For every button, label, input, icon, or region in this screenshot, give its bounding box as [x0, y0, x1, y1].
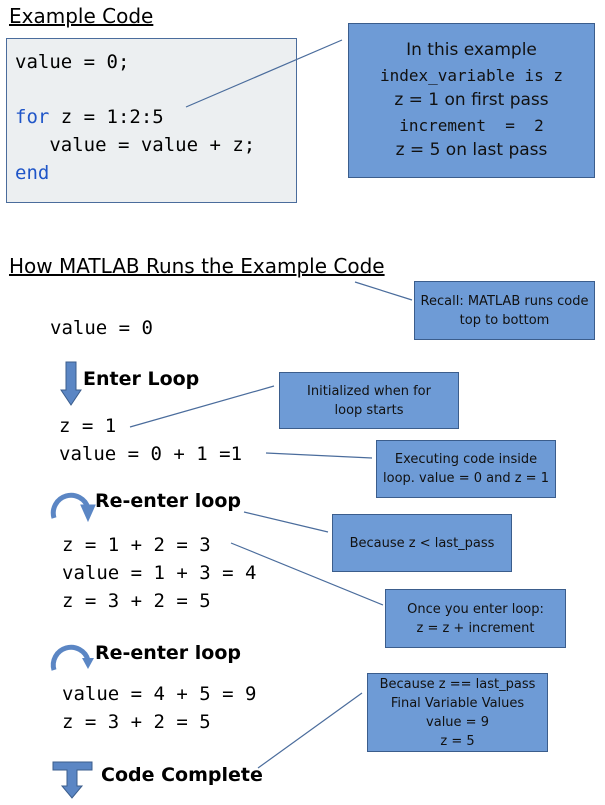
- note-line: index_variable is z: [379, 66, 564, 85]
- once-enter-note: Once you enter loop: z = z + increment: [385, 589, 566, 648]
- stop-arrow-icon: [52, 761, 93, 799]
- enter-loop-label: Enter Loop: [83, 368, 200, 390]
- for-range: z = 1:2:5: [49, 106, 164, 128]
- code-line-for: for z = 1:2:5: [15, 103, 164, 131]
- note-line: Once you enter loop:: [407, 601, 544, 617]
- connector-line: [354, 281, 413, 301]
- reenter-loop-label-2: Re-enter loop: [95, 642, 241, 664]
- note-line: Because z == last_pass: [379, 676, 536, 692]
- connector-line: [129, 385, 275, 428]
- loop-arrowhead-icon: [82, 658, 94, 669]
- note-line: loop starts: [334, 402, 404, 418]
- how-matlab-heading: How MATLAB Runs the Example Code: [9, 254, 385, 278]
- note-line: z = z + increment: [416, 620, 535, 636]
- note-line: top to bottom: [459, 312, 550, 328]
- pass2-value: value = 1 + 3 = 4: [62, 562, 257, 584]
- note-line: In this example: [406, 40, 537, 60]
- example-explanation-note: In this example index_variable is z z = …: [348, 23, 595, 178]
- executing-note: Executing code inside loop. value = 0 an…: [376, 440, 556, 498]
- note-line: value = 9: [426, 714, 489, 730]
- note-line: Executing code inside: [394, 452, 538, 467]
- pass2-z: z = 1 + 2 = 3: [62, 534, 211, 556]
- note-line: z = 5: [440, 733, 475, 749]
- value-init-text: value = 0: [50, 317, 153, 339]
- pass1-z: z = 1: [59, 415, 117, 437]
- note-line: Initialized when for: [307, 383, 431, 399]
- example-code-box: value = 0; for z = 1:2:5 value = value +…: [6, 38, 297, 203]
- code-line-body: value = value + z;: [15, 134, 256, 156]
- because-less-note: Because z < last_pass: [332, 514, 512, 572]
- down-arrow-icon: [60, 361, 82, 406]
- pass1-value: value = 0 + 1 =1: [59, 443, 243, 465]
- code-complete-label: Code Complete: [101, 764, 263, 786]
- pass3-value: value = 4 + 5 = 9: [62, 683, 257, 705]
- example-code-heading: Example Code: [9, 4, 154, 28]
- connector-line: [257, 692, 363, 769]
- connector-line: [265, 452, 373, 459]
- connector-line: [185, 39, 343, 108]
- code-line-value-init: value = 0;: [15, 51, 130, 73]
- connector-line: [230, 542, 384, 606]
- note-line: z = 5 on last pass: [395, 140, 548, 160]
- note-line: Final Variable Values: [390, 695, 525, 711]
- for-keyword: for: [15, 106, 50, 128]
- pass3-z: z = 3 + 2 = 5: [62, 711, 211, 733]
- note-line: z = 1 on first pass: [394, 90, 549, 110]
- note-line: loop. value = 0 and z = 1: [383, 471, 549, 486]
- reenter-loop-label-1: Re-enter loop: [95, 490, 241, 512]
- loop-arrowhead-icon: [82, 506, 94, 517]
- final-values-note: Because z == last_pass Final Variable Va…: [367, 673, 548, 752]
- initialized-note: Initialized when for loop starts: [279, 372, 459, 429]
- note-line: Because z < last_pass: [349, 535, 495, 551]
- connector-line: [243, 511, 329, 533]
- loop-arrow-icon: [50, 644, 91, 671]
- recall-note: Recall: MATLAB runs code top to bottom: [414, 281, 595, 340]
- end-keyword: end: [15, 162, 50, 184]
- pass2-z-next: z = 3 + 2 = 5: [62, 590, 211, 612]
- note-line: Recall: MATLAB runs code: [420, 293, 589, 309]
- note-line: increment = 2: [399, 116, 544, 135]
